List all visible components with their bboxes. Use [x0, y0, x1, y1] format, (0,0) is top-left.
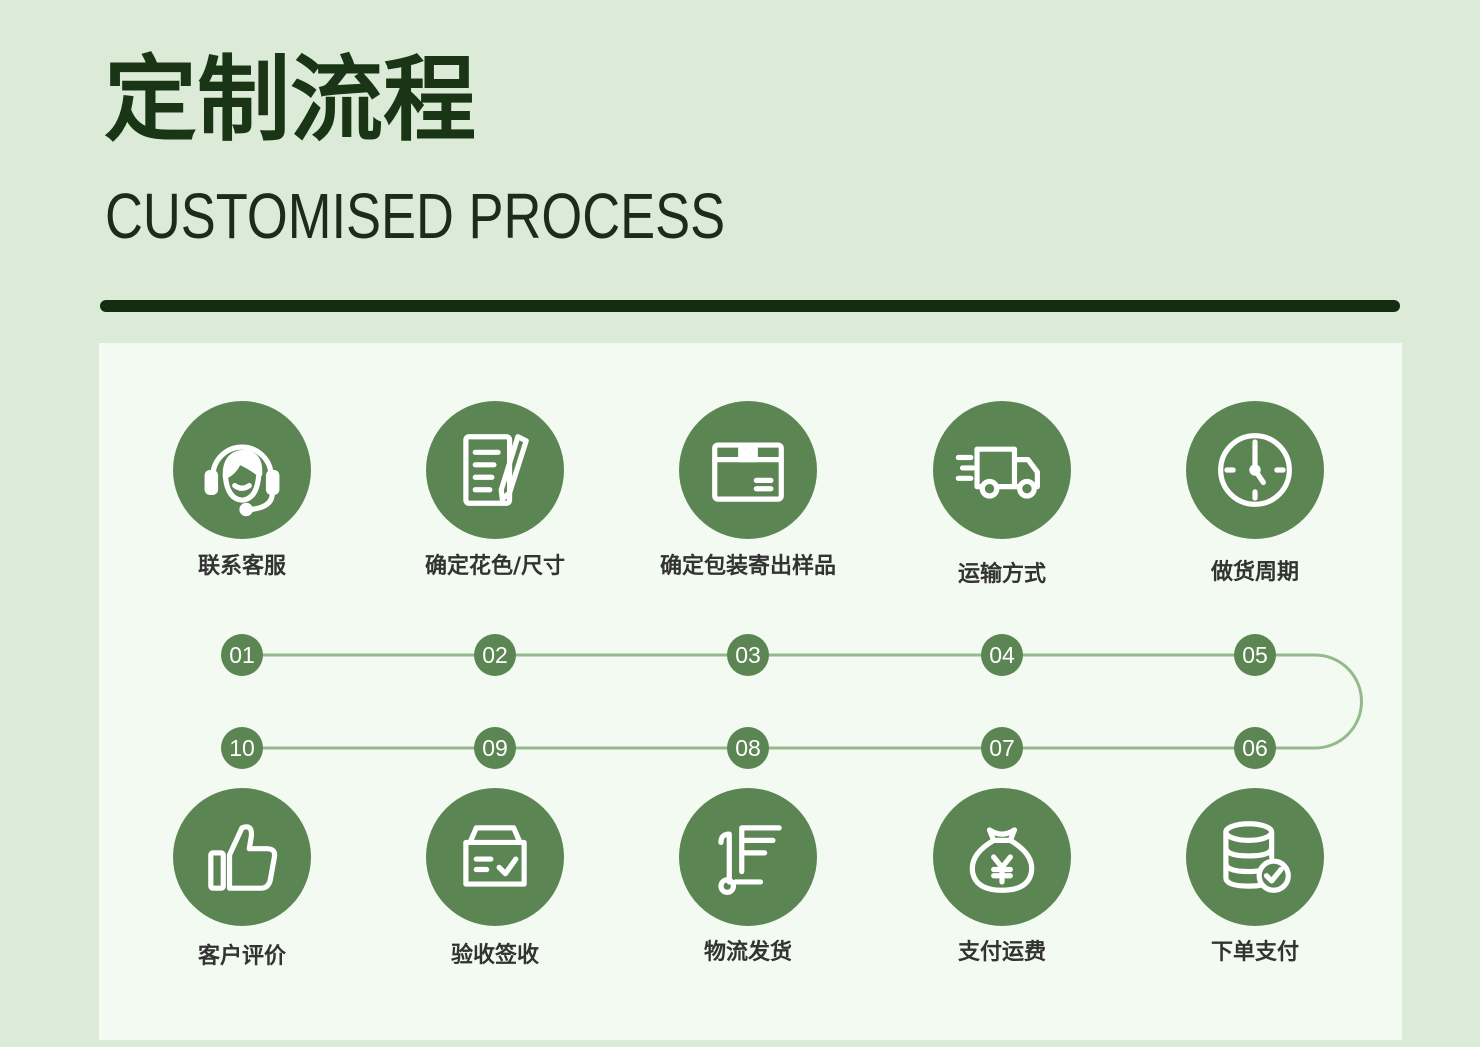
- step-05-label: 做货周期: [1210, 560, 1299, 585]
- step-10-icon-badge: [173, 788, 311, 926]
- step-08-label: 物流发货: [703, 940, 792, 965]
- step-10-number: 10: [221, 727, 263, 769]
- step-04-number: 04: [981, 634, 1023, 676]
- step-02-icon-badge: [426, 401, 564, 539]
- document-pen-icon: [463, 434, 529, 506]
- timeline-path: [242, 653, 1363, 750]
- box-check-icon: [463, 825, 527, 887]
- truck-icon: [955, 446, 1040, 499]
- step-10-label: 客户评价: [197, 944, 286, 969]
- step-02-label: 确定花色/尺寸: [424, 554, 566, 579]
- step-05-number: 05: [1234, 634, 1276, 676]
- clock-icon: [1218, 433, 1292, 507]
- title-divider: [100, 300, 1400, 312]
- timeline-connector: [242, 653, 1363, 750]
- money-bag-icon: [969, 827, 1035, 893]
- box-icon: [712, 442, 784, 502]
- step-04-label: 运输方式: [957, 562, 1046, 587]
- step-02-number: 02: [474, 634, 516, 676]
- process-panel: 01 联系客服 02 确定花色/尺寸 03 确定包装寄出样品 04 运输方式 05 做货周期 06 下…: [99, 343, 1402, 1040]
- step-08-number: 08: [727, 727, 769, 769]
- step-03-icon-badge: [679, 401, 817, 539]
- step-07-label: 支付运费: [957, 940, 1046, 965]
- step-09-number: 09: [474, 727, 516, 769]
- page-subtitle: CUSTOMISED PROCESS: [105, 180, 726, 252]
- step-01-label: 联系客服: [197, 554, 286, 579]
- step-05-icon-badge: [1186, 401, 1324, 539]
- step-09-icon-badge: [426, 788, 564, 926]
- thumbs-up-icon: [208, 824, 278, 891]
- page-title: 定制流程: [104, 46, 476, 154]
- step-07-icon-badge: [933, 788, 1071, 926]
- step-01-icon-badge: [173, 401, 311, 539]
- step-08-icon-badge: [679, 788, 817, 926]
- step-06-number: 06: [1234, 727, 1276, 769]
- step-07-number: 07: [981, 727, 1023, 769]
- step-06-label: 下单支付: [1210, 940, 1299, 965]
- step-01-number: 01: [221, 634, 263, 676]
- step-03-label: 确定包装寄出样品: [659, 554, 836, 579]
- step-03-number: 03: [727, 634, 769, 676]
- step-09-label: 验收签收: [450, 943, 539, 968]
- headset-person-icon: [204, 444, 280, 517]
- hand-truck-icon: [718, 825, 782, 895]
- database-check-icon: [1223, 821, 1291, 893]
- step-06-icon-badge: [1186, 788, 1324, 926]
- step-04-icon-badge: [933, 401, 1071, 539]
